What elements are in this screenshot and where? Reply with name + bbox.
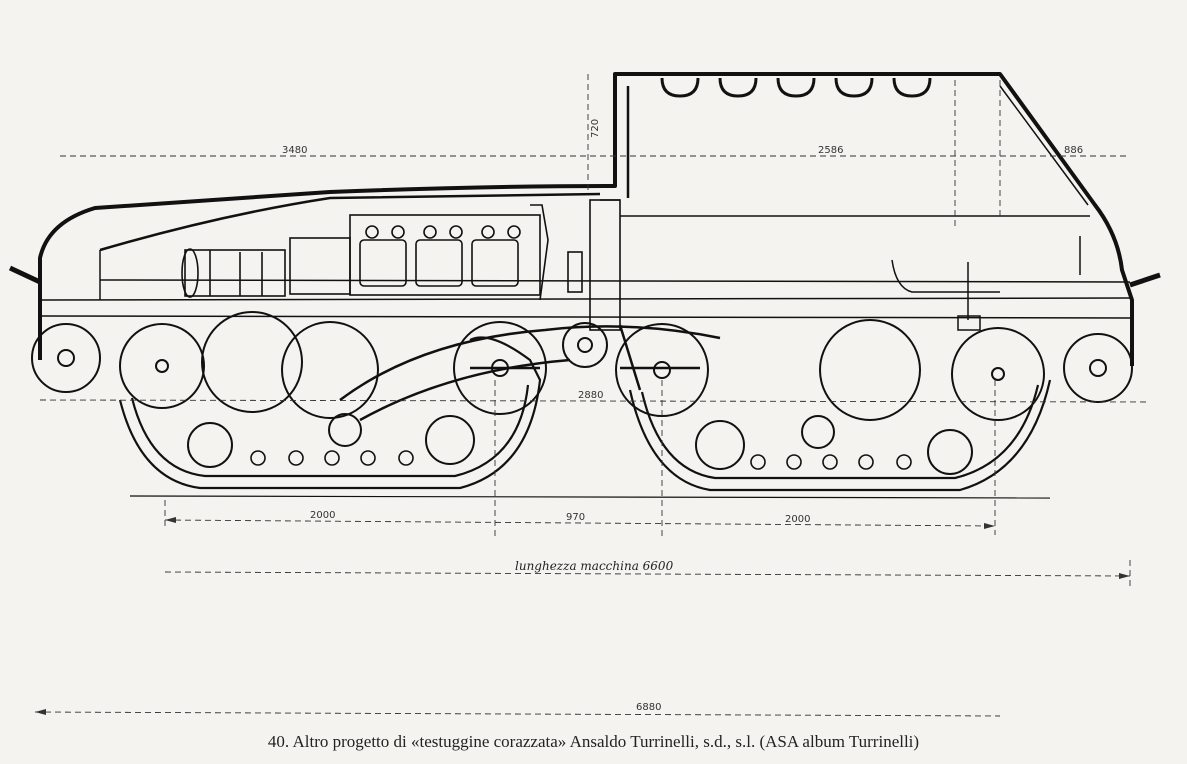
rear-plate-inner <box>999 85 1089 206</box>
dimension-arrows <box>35 517 1130 715</box>
rear-idler <box>1063 272 1161 403</box>
rear-track-loop <box>628 379 1052 492</box>
front-track-rollers <box>250 450 414 466</box>
front-idler <box>8 265 101 393</box>
dim-rear-length: 886 <box>1064 145 1083 156</box>
rear-road-wheels <box>615 319 1045 475</box>
deck-lines <box>39 199 1131 319</box>
figure-caption: 40. Altro progetto di «testuggine corazz… <box>267 732 920 751</box>
dim-bogie-gap: 970 <box>566 512 585 523</box>
dim-turret-height: 720 <box>590 119 601 138</box>
dim-front-length: 3480 <box>282 145 307 156</box>
inner-hull-line <box>99 86 630 252</box>
dim-turret-length: 2586 <box>818 145 843 156</box>
engine-block <box>181 199 621 331</box>
dim-bogie-front: 2000 <box>310 510 335 521</box>
suspension-links <box>339 324 721 422</box>
dimension-lines <box>34 74 1151 717</box>
dim-axle-span: 2880 <box>578 390 603 401</box>
dim-bogie-rear: 2000 <box>785 514 810 525</box>
driver-seat <box>891 236 1081 331</box>
front-track-loop <box>118 336 542 490</box>
front-road-wheels <box>119 311 608 468</box>
dim-machine-length: lunghezza macchina 6600 <box>515 559 674 573</box>
rear-track-rollers <box>750 454 912 470</box>
dim-overall-length: 6880 <box>636 702 661 713</box>
hull-outline <box>38 72 1134 366</box>
turret-vision-ports <box>660 77 932 98</box>
ground-line <box>129 495 1051 499</box>
